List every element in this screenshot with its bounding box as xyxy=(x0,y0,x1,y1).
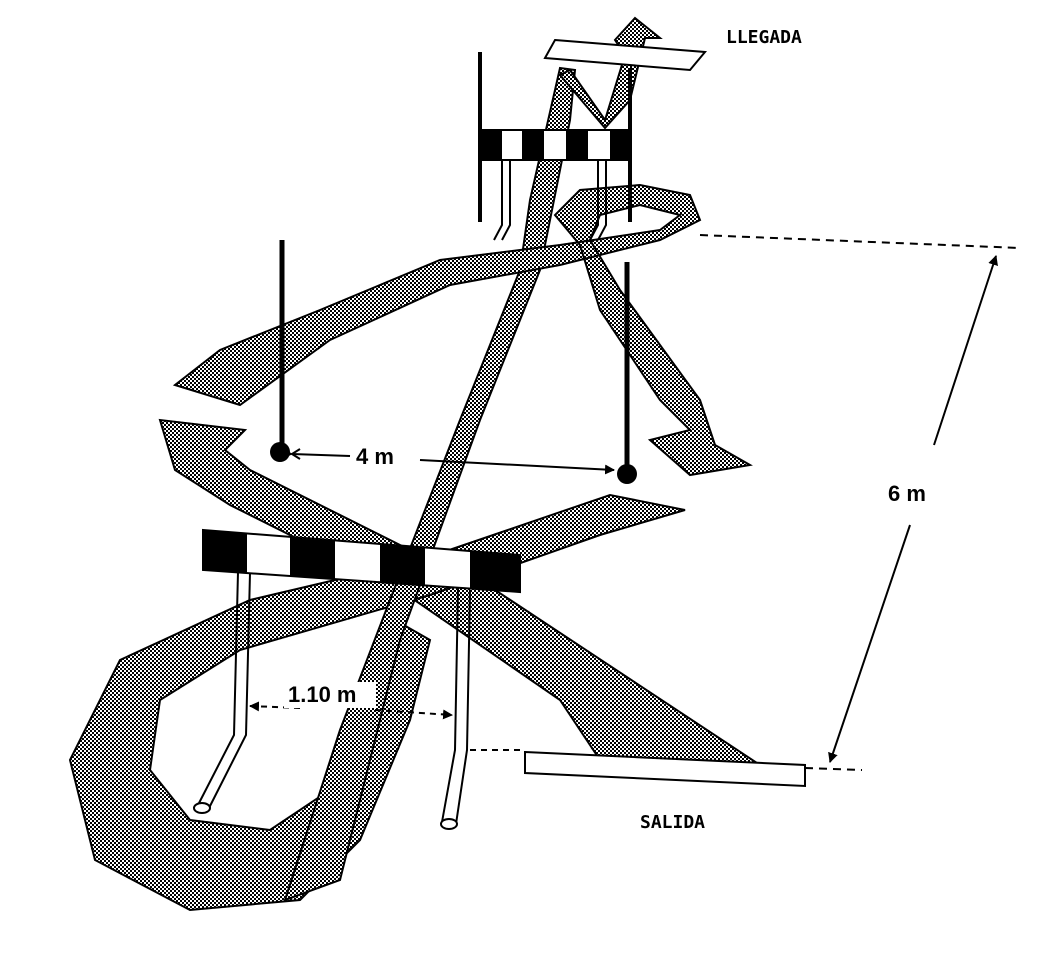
course-length-dimension xyxy=(699,234,1021,771)
path-segment-finish-diagonal xyxy=(283,66,577,902)
finish-board xyxy=(543,38,708,72)
pole-distance-label: 4 m xyxy=(356,444,394,469)
right-pole xyxy=(617,262,637,484)
start-board xyxy=(524,750,806,788)
upper-hurdle xyxy=(478,52,632,241)
start-label: SALIDA xyxy=(640,812,705,833)
path-segment-upper-curve xyxy=(172,183,753,477)
pole-distance-dimension xyxy=(282,448,615,475)
hurdle-height-dimension xyxy=(249,682,525,751)
lower-hurdle xyxy=(193,528,521,830)
course-length-label: 6 m xyxy=(888,481,926,506)
hurdle-height-label: 1.10 m xyxy=(288,682,357,707)
finish-label: LLEGADA xyxy=(726,27,802,48)
